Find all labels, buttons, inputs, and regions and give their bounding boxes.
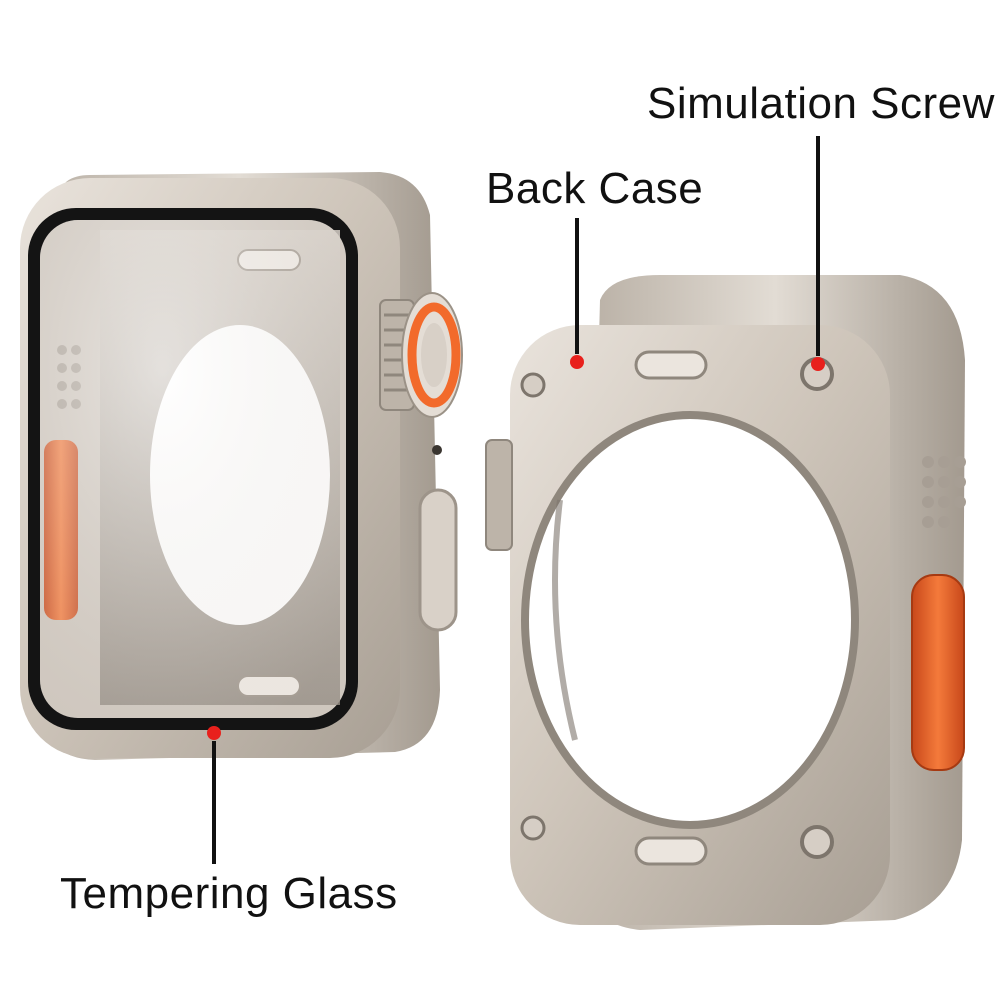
back-action-button-orange [911, 574, 965, 771]
callout-tempering-glass-marker [207, 726, 221, 864]
glass-sheen [40, 220, 346, 718]
back-case [485, 275, 966, 930]
label-tempering-glass: Tempering Glass [60, 869, 398, 918]
callout-back-case-marker [570, 218, 584, 369]
label-simulation-screw: Simulation Screw [647, 79, 995, 128]
screw-top-left [520, 372, 546, 398]
back-speaker-holes [922, 456, 966, 528]
front-case-with-glass [20, 172, 463, 760]
label-back-case: Back Case [486, 164, 704, 213]
opening-inner-edge [552, 499, 578, 741]
callout-simulation-screw-marker [811, 136, 825, 371]
side-mic-hole [432, 445, 442, 455]
screw-bottom-right [800, 825, 834, 859]
back-top-slot [634, 350, 708, 380]
back-case-opening [521, 411, 859, 829]
side-button [418, 488, 458, 632]
digital-crown [379, 292, 463, 418]
back-bottom-slot [634, 836, 708, 866]
back-case-crown [485, 439, 513, 551]
screw-bottom-left [520, 815, 546, 841]
